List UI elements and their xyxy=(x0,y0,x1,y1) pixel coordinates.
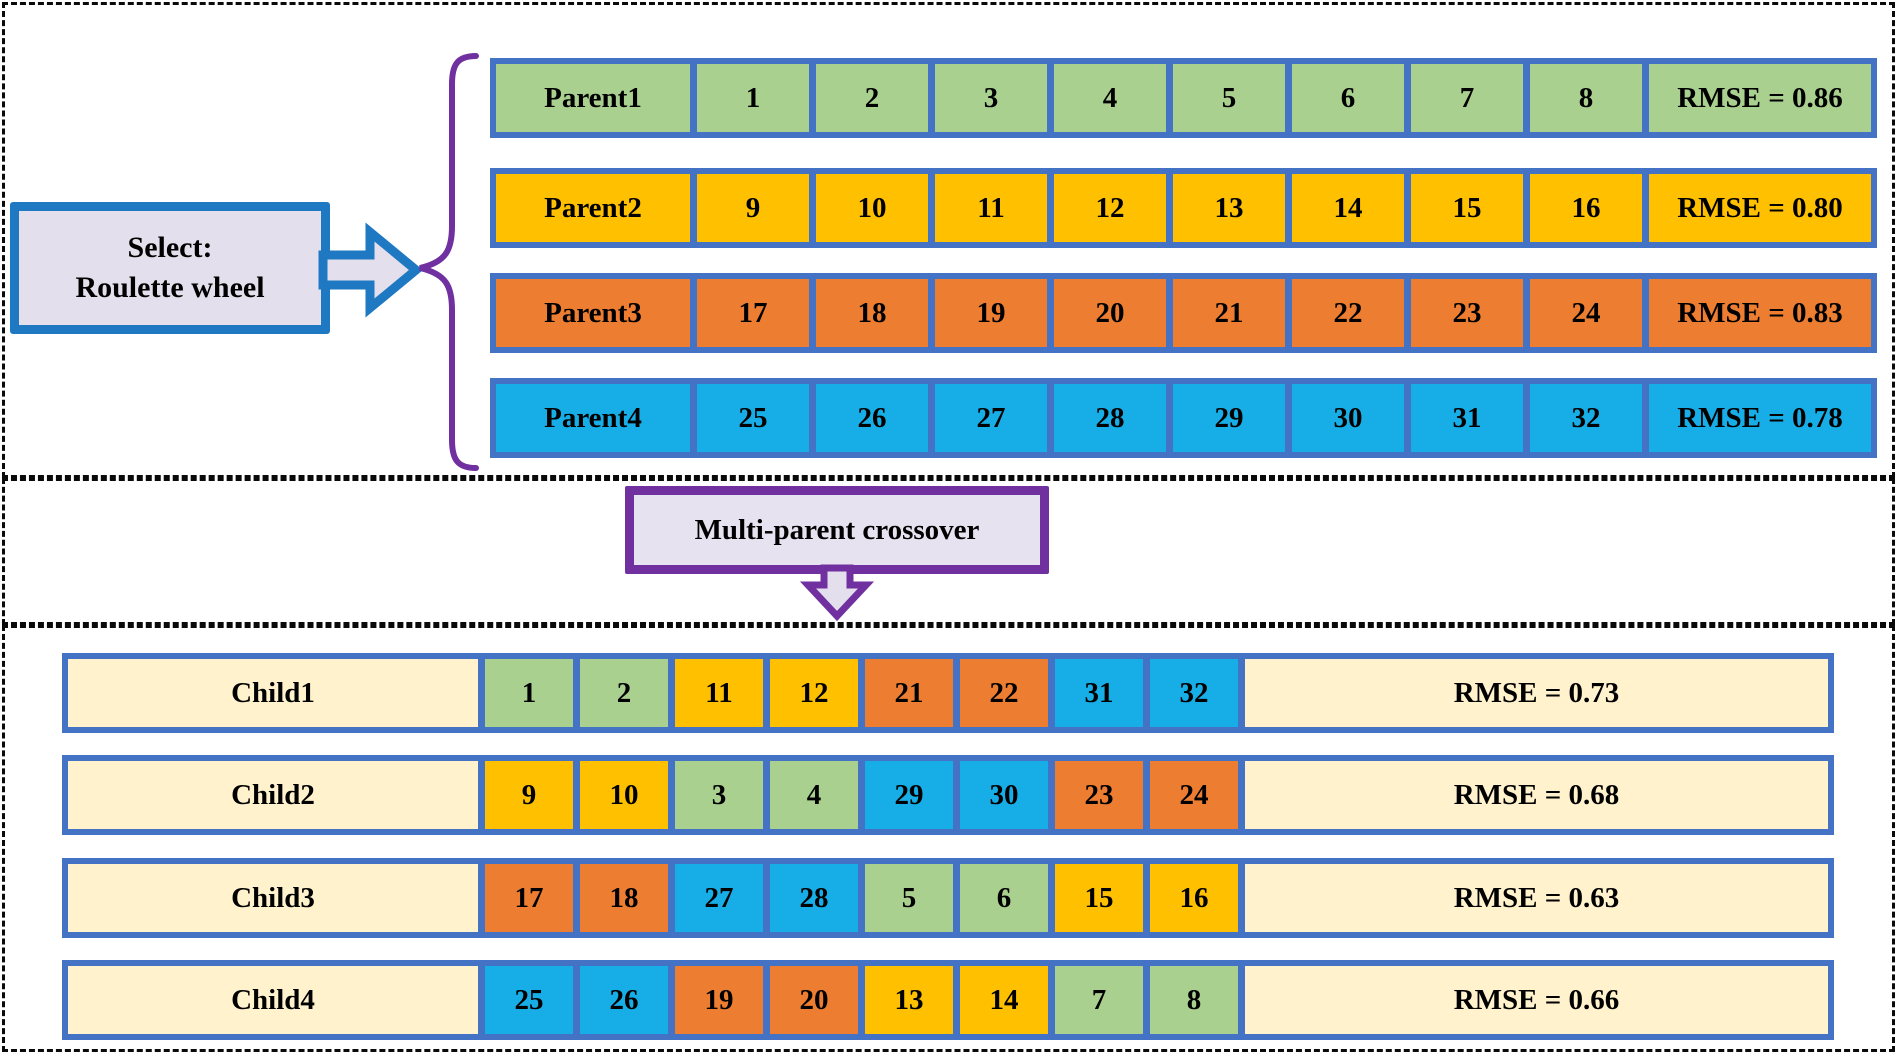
child-label: Child1 xyxy=(68,659,478,727)
gene-cell: 1 xyxy=(697,64,809,132)
gene-cell: 4 xyxy=(770,761,858,829)
gene-cell: 29 xyxy=(865,761,953,829)
gene-cell: 18 xyxy=(580,864,668,932)
rmse-cell: RMSE = 0.78 xyxy=(1649,384,1871,452)
gene-cell: 9 xyxy=(485,761,573,829)
gene-cell: 31 xyxy=(1055,659,1143,727)
gene-cell: 1 xyxy=(485,659,573,727)
gene-cell: 16 xyxy=(1150,864,1238,932)
gene-cell: 25 xyxy=(697,384,809,452)
child-label: Child4 xyxy=(68,966,478,1034)
select-box-line1: Select: xyxy=(127,230,213,264)
gene-cell: 24 xyxy=(1530,279,1642,347)
gene-cell: 31 xyxy=(1411,384,1523,452)
gene-cell: 2 xyxy=(816,64,928,132)
right-block-arrow-icon xyxy=(318,222,424,318)
gene-cell: 5 xyxy=(865,864,953,932)
parent-label: Parent4 xyxy=(496,384,690,452)
gene-cell: 32 xyxy=(1150,659,1238,727)
gene-cell: 13 xyxy=(1173,174,1285,242)
gene-cell: 25 xyxy=(485,966,573,1034)
rmse-cell: RMSE = 0.80 xyxy=(1649,174,1871,242)
child-label: Child2 xyxy=(68,761,478,829)
gene-cell: 20 xyxy=(770,966,858,1034)
gene-cell: 6 xyxy=(960,864,1048,932)
gene-cell: 3 xyxy=(675,761,763,829)
gene-cell: 27 xyxy=(935,384,1047,452)
gene-cell: 15 xyxy=(1411,174,1523,242)
crossover-box-label: Multi-parent crossover xyxy=(694,513,980,546)
parent-label: Parent2 xyxy=(496,174,690,242)
gene-cell: 9 xyxy=(697,174,809,242)
rmse-cell: RMSE = 0.63 xyxy=(1245,864,1828,932)
gene-cell: 29 xyxy=(1173,384,1285,452)
select-roulette-wheel-box: Select: Roulette wheel xyxy=(10,202,330,334)
gene-cell: 7 xyxy=(1411,64,1523,132)
gene-cell: 12 xyxy=(1054,174,1166,242)
rmse-cell: RMSE = 0.83 xyxy=(1649,279,1871,347)
gene-cell: 11 xyxy=(675,659,763,727)
gene-cell: 28 xyxy=(770,864,858,932)
gene-cell: 16 xyxy=(1530,174,1642,242)
select-box-line2: Roulette wheel xyxy=(75,271,265,304)
gene-cell: 2 xyxy=(580,659,668,727)
gene-cell: 26 xyxy=(816,384,928,452)
gene-cell: 32 xyxy=(1530,384,1642,452)
gene-cell: 19 xyxy=(935,279,1047,347)
gene-cell: 21 xyxy=(865,659,953,727)
gene-cell: 14 xyxy=(960,966,1048,1034)
gene-cell: 20 xyxy=(1054,279,1166,347)
gene-cell: 8 xyxy=(1530,64,1642,132)
parent-label: Parent1 xyxy=(496,64,690,132)
gene-cell: 22 xyxy=(1292,279,1404,347)
gene-cell: 13 xyxy=(865,966,953,1034)
gene-cell: 23 xyxy=(1055,761,1143,829)
parent-label: Parent3 xyxy=(496,279,690,347)
rmse-cell: RMSE = 0.66 xyxy=(1245,966,1828,1034)
gene-cell: 24 xyxy=(1150,761,1238,829)
gene-cell: 22 xyxy=(960,659,1048,727)
gene-cell: 21 xyxy=(1173,279,1285,347)
gene-cell: 14 xyxy=(1292,174,1404,242)
rmse-cell: RMSE = 0.73 xyxy=(1245,659,1828,727)
gene-cell: 8 xyxy=(1150,966,1238,1034)
multi-parent-crossover-box: Multi-parent crossover xyxy=(625,486,1049,574)
gene-cell: 3 xyxy=(935,64,1047,132)
gene-cell: 10 xyxy=(816,174,928,242)
gene-cell: 28 xyxy=(1054,384,1166,452)
gene-cell: 11 xyxy=(935,174,1047,242)
gene-cell: 18 xyxy=(816,279,928,347)
gene-cell: 15 xyxy=(1055,864,1143,932)
gene-cell: 7 xyxy=(1055,966,1143,1034)
gene-cell: 30 xyxy=(960,761,1048,829)
gene-cell: 19 xyxy=(675,966,763,1034)
rmse-cell: RMSE = 0.68 xyxy=(1245,761,1828,829)
gene-cell: 26 xyxy=(580,966,668,1034)
gene-cell: 6 xyxy=(1292,64,1404,132)
gene-cell: 23 xyxy=(1411,279,1523,347)
curly-brace-icon xyxy=(419,53,479,471)
gene-cell: 17 xyxy=(485,864,573,932)
gene-cell: 12 xyxy=(770,659,858,727)
down-block-arrow-icon xyxy=(799,564,875,622)
gene-cell: 30 xyxy=(1292,384,1404,452)
gene-cell: 5 xyxy=(1173,64,1285,132)
gene-cell: 10 xyxy=(580,761,668,829)
rmse-cell: RMSE = 0.86 xyxy=(1649,64,1871,132)
gene-cell: 27 xyxy=(675,864,763,932)
gene-cell: 4 xyxy=(1054,64,1166,132)
gene-cell: 17 xyxy=(697,279,809,347)
child-label: Child3 xyxy=(68,864,478,932)
